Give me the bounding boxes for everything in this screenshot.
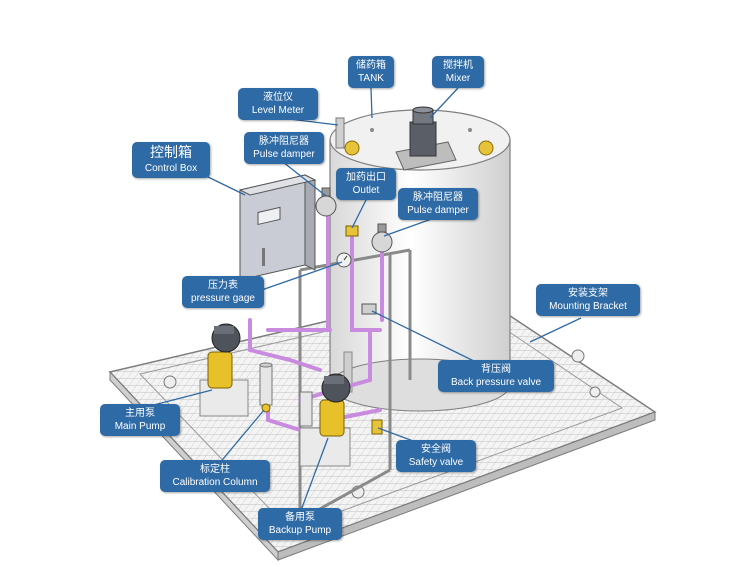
pulse-damper-left-label-zh: 脉冲阻尼器 [259,136,309,147]
main-pump-label-zh: 主用泵 [125,408,155,419]
mounting-bracket-callout: 安装支架 Mounting Bracket [536,284,640,316]
back-pressure-valve-label-en: Back pressure valve [450,377,542,388]
safety-valve-label-zh: 安全阀 [421,444,451,455]
callout-leaders [141,87,582,514]
back-pressure-valve [361,303,377,315]
mounting-bracket-label-zh: 安装支架 [568,288,608,299]
main-pump-label-en: Main Pump [114,421,166,432]
pressure-gage-label-en: pressure gage [191,293,255,304]
pulse-damper-right-label-en: Pulse damper [407,205,469,216]
tank-label-en: TANK [358,73,384,84]
mounting-bracket-label-en: Mounting Bracket [549,301,627,312]
safety-valve [371,419,383,435]
outlet-callout: 加药出口 Outlet [336,168,396,200]
calibration-column-callout: 标定柱 Calibration Column [160,460,270,492]
main-pump [199,323,249,417]
control-box-label-zh: 控制箱 [150,145,192,161]
pulse-damper-left-callout: 脉冲阻尼器 Pulse damper [244,132,324,164]
pulse-damper-right-callout: 脉冲阻尼器 Pulse damper [398,188,478,220]
pressure-gauge [336,252,352,268]
safety-valve-label-en: Safety valve [408,457,464,468]
control-box-callout: 控制箱 Control Box [132,142,210,178]
mixer-label-zh: 搅拌机 [443,60,473,71]
backup-pump [299,373,351,467]
outlet-label-zh: 加药出口 [346,172,386,183]
level-meter-callout: 液位仪 Level Meter [238,88,318,120]
level-meter-label-en: Level Meter [251,105,305,116]
level-meter [335,117,345,149]
backup-pump-label-en: Backup Pump [268,525,332,536]
pressure-gage-label-zh: 压力表 [208,280,238,291]
tank-label-zh: 储药箱 [356,60,386,71]
mixer [395,106,457,171]
tank-callout: 储药箱 TANK [348,56,394,88]
control-box [238,174,317,281]
pulse-damper-right-label-zh: 脉冲阻尼器 [413,192,463,203]
calibration-column [259,362,273,413]
back-pressure-valve-callout: 背压阀 Back pressure valve [438,360,554,392]
control-box-label-en: Control Box [144,163,198,174]
mixer-callout: 搅拌机 Mixer [432,56,484,88]
mixer-label-en: Mixer [445,73,471,84]
backup-pump-label-zh: 备用泵 [285,512,315,523]
outlet-label-en: Outlet [352,185,380,196]
pressure-gage-callout: 压力表 pressure gage [182,276,264,308]
safety-valve-callout: 安全阀 Safety valve [396,440,476,472]
level-meter-label-zh: 液位仪 [263,92,293,103]
back-pressure-valve-label-zh: 背压阀 [481,364,511,375]
main-pump-callout: 主用泵 Main Pump [100,404,180,436]
outlet-fitting [345,225,359,237]
calibration-column-label-zh: 标定柱 [200,464,230,475]
backup-pump-callout: 备用泵 Backup Pump [258,508,342,540]
calibration-column-label-en: Calibration Column [172,477,258,488]
pulse-damper-left-label-en: Pulse damper [253,149,315,160]
pulse-damper-right [371,223,393,253]
